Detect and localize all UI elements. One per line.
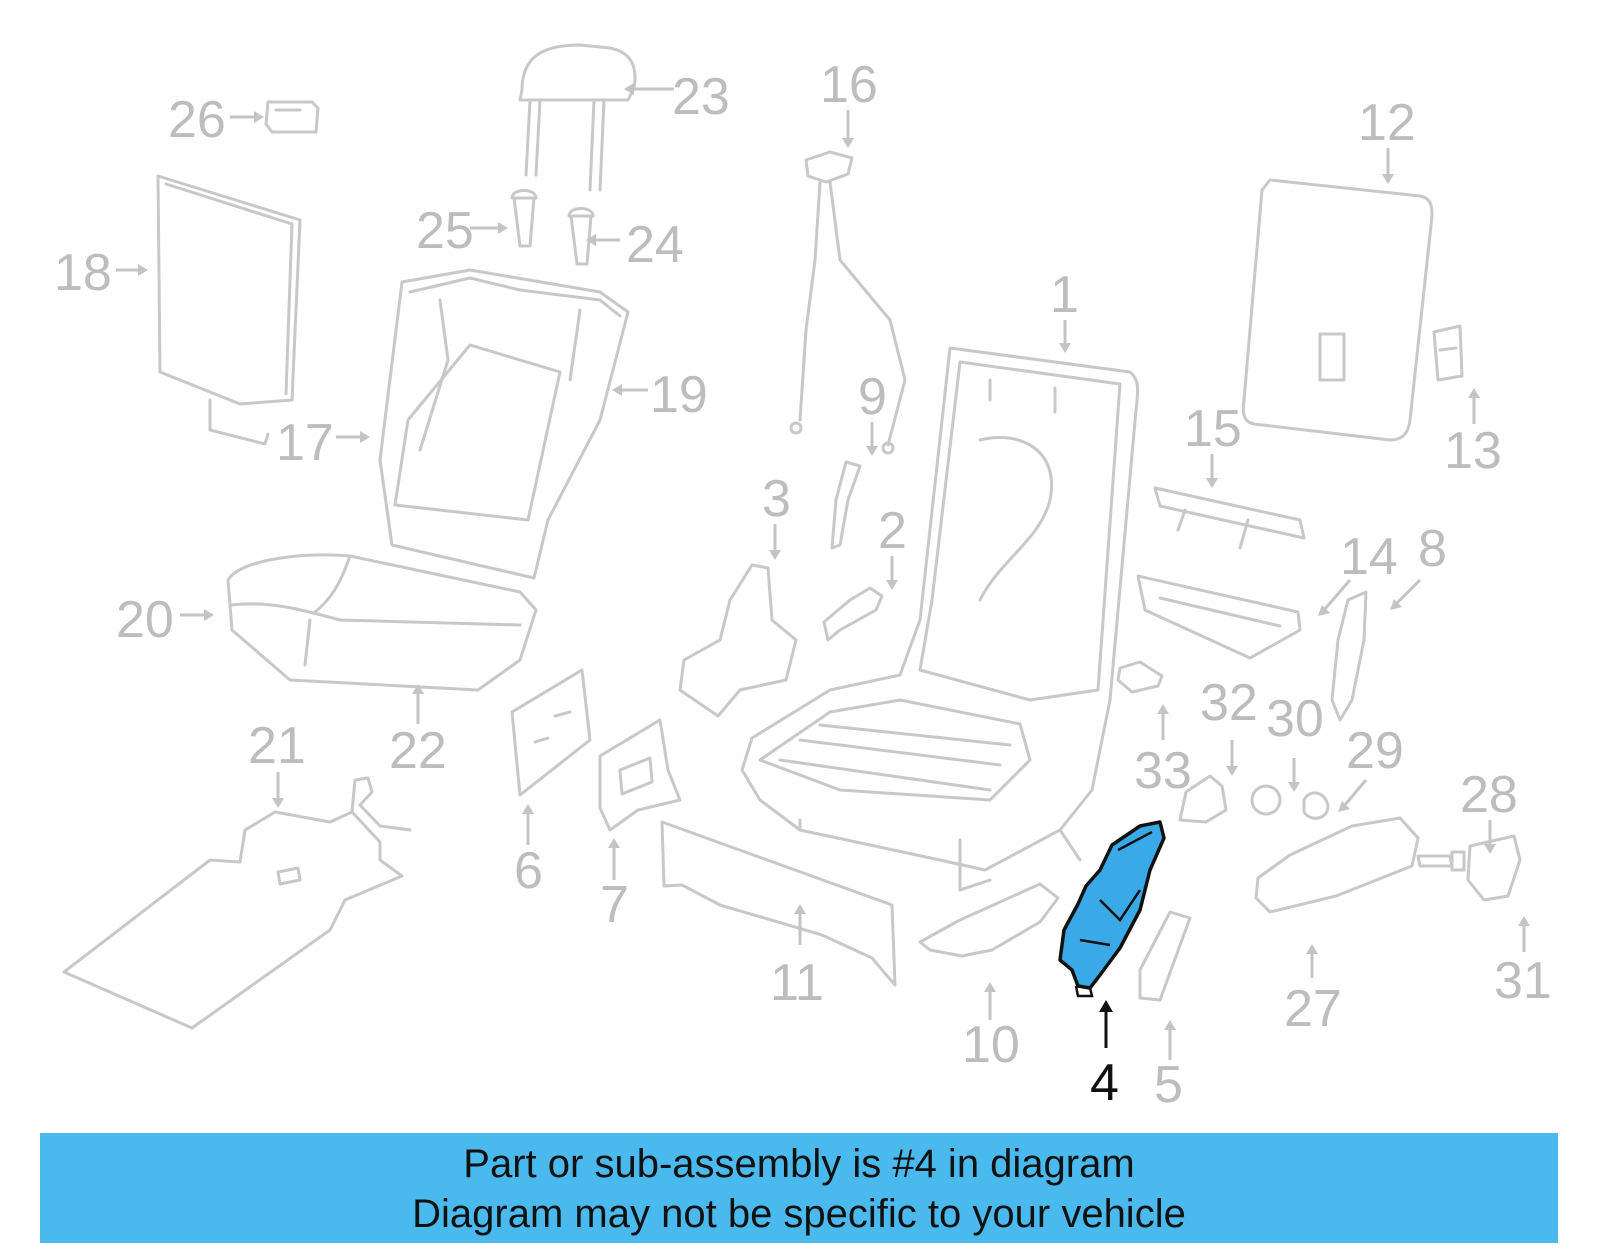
callout-20: 20 <box>116 591 174 649</box>
part-26-clip <box>264 100 320 134</box>
part-30-cap <box>1250 784 1282 816</box>
part-2-lever <box>822 586 884 642</box>
part-20-seat-cushion <box>226 553 538 692</box>
banner-line-1: Part or sub-assembly is #4 in diagram <box>463 1142 1135 1186</box>
part-6-panel <box>510 668 592 797</box>
part-8-bracket <box>1330 590 1368 722</box>
callout-33: 33 <box>1134 742 1192 800</box>
callout-6: 6 <box>514 842 543 900</box>
part-33-cap <box>1116 660 1164 694</box>
callout-1: 1 <box>1050 266 1079 324</box>
callout-21: 21 <box>248 717 306 775</box>
part-5-small-cover <box>1138 910 1192 1002</box>
callout-11: 11 <box>770 954 824 1012</box>
callout-10: 10 <box>962 1016 1020 1074</box>
part-13-clip <box>1432 324 1464 382</box>
callout-29: 29 <box>1346 722 1404 780</box>
part-9-strap <box>830 460 862 550</box>
callout-32: 32 <box>1200 674 1258 732</box>
part-28-bolt <box>1416 850 1466 872</box>
part-31-cap <box>1466 834 1522 902</box>
callout-28: 28 <box>1460 766 1518 824</box>
callout-16: 16 <box>820 56 878 114</box>
callout-14: 14 <box>1340 528 1398 586</box>
part-11-shield <box>660 820 897 987</box>
part-1-seat-frame <box>740 346 1140 892</box>
callout-12: 12 <box>1358 94 1416 152</box>
part-4-highlighted <box>1058 820 1166 998</box>
leader-lines <box>116 83 1530 1060</box>
part-27-armrest <box>1254 816 1420 914</box>
callout-17: 17 <box>276 414 334 472</box>
part-25-guide <box>510 189 538 248</box>
part-10-tray <box>918 882 1060 958</box>
part-14-rail <box>1136 574 1302 660</box>
callout-30: 30 <box>1266 690 1324 748</box>
callout-3: 3 <box>762 470 791 528</box>
callout-31: 31 <box>1494 952 1552 1010</box>
part-32-bracket <box>1178 774 1228 824</box>
callout-25: 25 <box>416 202 474 260</box>
part-19-seatback <box>378 268 630 580</box>
part-24-guide <box>567 207 595 266</box>
part-18-back-panel <box>156 174 302 446</box>
part-21-floor-mat <box>62 776 412 1030</box>
part-16-cable <box>789 150 907 455</box>
callout-23: 23 <box>672 68 730 126</box>
callout-2: 2 <box>878 502 907 560</box>
callout-27: 27 <box>1284 980 1342 1038</box>
callout-19: 19 <box>650 366 708 424</box>
callout-4-highlighted: 4 <box>1090 1054 1119 1112</box>
callout-24: 24 <box>626 216 684 274</box>
part-7-bracket <box>598 718 682 832</box>
callout-22: 22 <box>389 722 447 780</box>
banner-line-2: Diagram may not be specific to your vehi… <box>412 1192 1186 1236</box>
part-23-headrest <box>518 43 637 192</box>
callout-13: 13 <box>1444 422 1502 480</box>
part-29-ring <box>1302 791 1330 820</box>
part-12-cover <box>1241 178 1434 442</box>
part-15-rail <box>1153 486 1306 550</box>
callout-8: 8 <box>1418 520 1447 578</box>
callout-26: 26 <box>168 91 226 149</box>
callout-7: 7 <box>600 876 629 934</box>
callout-15: 15 <box>1184 400 1242 458</box>
part-3-side-cover <box>678 563 798 718</box>
callout-9: 9 <box>858 368 887 426</box>
callout-5: 5 <box>1154 1056 1183 1114</box>
info-banner: Part or sub-assembly is #4 in diagram Di… <box>40 1133 1558 1243</box>
callout-18: 18 <box>54 244 112 302</box>
